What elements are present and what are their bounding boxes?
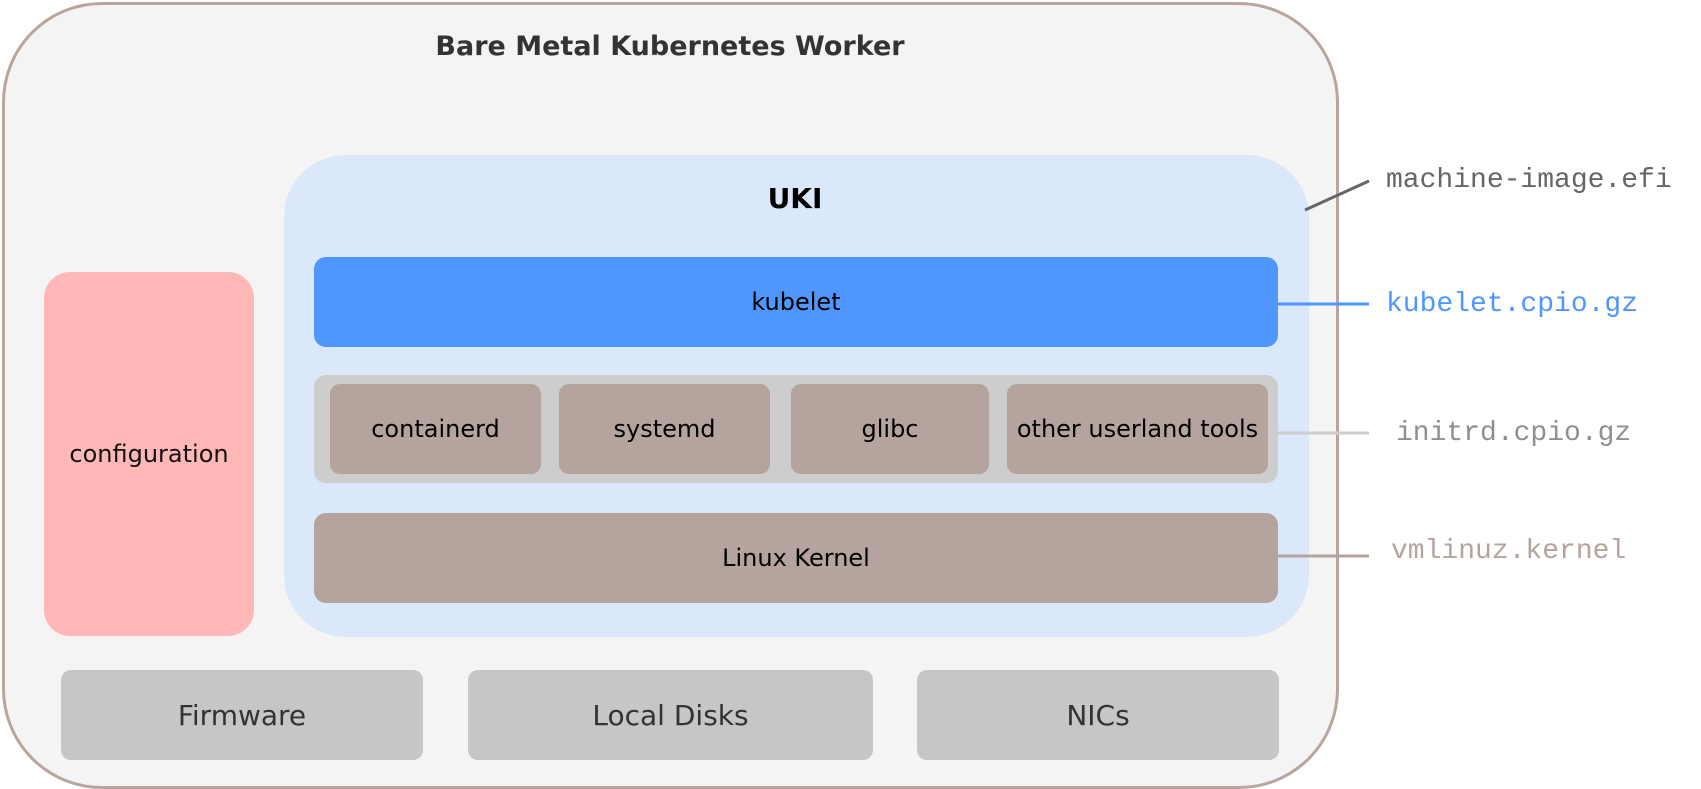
worker-title: Bare Metal Kubernetes Worker	[435, 30, 905, 62]
glibc-box: glibc	[791, 384, 989, 474]
configuration-box: configuration	[44, 272, 254, 636]
kubelet-box: kubelet	[314, 257, 1278, 347]
machine-image-artifact-label: machine-image.efi	[1386, 165, 1672, 196]
uki-title: UKI	[767, 181, 823, 215]
kernel-artifact-label: vmlinuz.kernel	[1391, 536, 1627, 567]
initrd-artifact-label: initrd.cpio.gz	[1396, 418, 1632, 449]
containerd-box: containerd	[330, 384, 541, 474]
kubelet-artifact-label: kubelet.cpio.gz	[1386, 289, 1639, 320]
linux-kernel-box: Linux Kernel	[314, 513, 1278, 603]
local-disks-box: Local Disks	[468, 670, 873, 760]
machine-image-connector	[1304, 179, 1370, 212]
nics-box: NICs	[917, 670, 1279, 760]
userland-tools-box: other userland tools	[1007, 384, 1268, 474]
firmware-box: Firmware	[61, 670, 423, 760]
systemd-box: systemd	[559, 384, 770, 474]
